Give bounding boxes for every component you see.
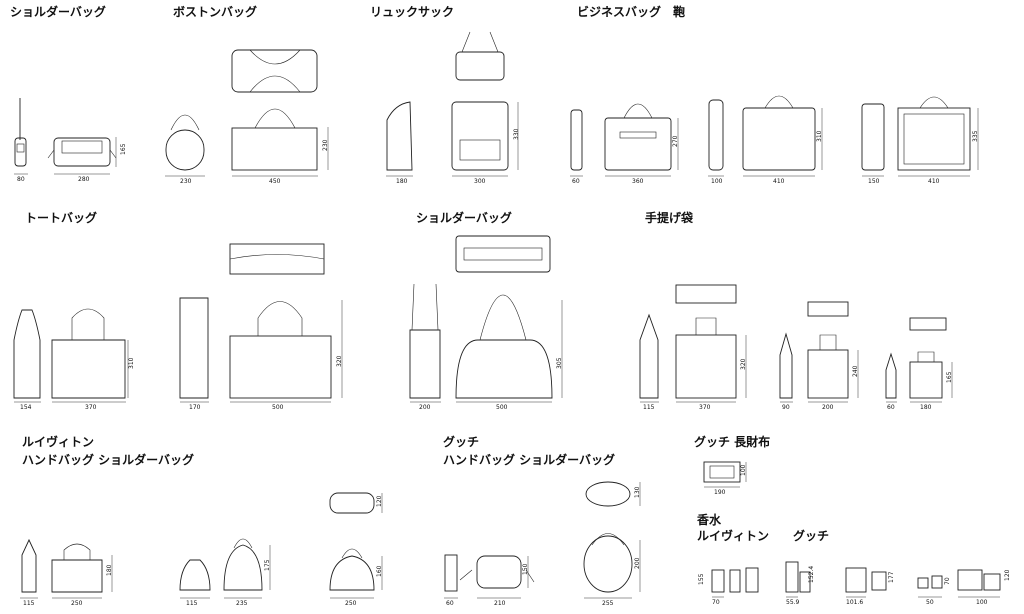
- hand-bag-drawing: 115 370 320 90 200 240 60 180 165: [639, 284, 953, 411]
- gucci-drawing: 60 210 150 255 200 130: [444, 481, 641, 607]
- dim-biz3-width: 410: [928, 178, 940, 185]
- dim-pf-5-height: 120: [1004, 569, 1011, 581]
- dim-lv3-top-depth: 120: [376, 495, 383, 507]
- title-lv-line1: ルイヴィトン: [22, 434, 94, 449]
- dim-lv3-height: 160: [376, 565, 383, 577]
- dim-hb3-height: 165: [946, 371, 953, 383]
- dim-pf-1-height: 155: [698, 573, 705, 585]
- shoulder-bag-2-drawing: 200 500 305: [409, 235, 563, 411]
- dim-lv1-side-width: 115: [23, 600, 35, 607]
- gucci-wallet-drawing: 190 100: [703, 461, 747, 496]
- title-tote-bag: トートバッグ: [25, 210, 97, 225]
- dim-wallet-width: 190: [714, 489, 726, 496]
- dim-biz2-height: 310: [816, 130, 823, 142]
- dim-biz3-side-width: 150: [868, 178, 880, 185]
- dim-sb1-side-width: 80: [17, 176, 25, 183]
- dim-hb1-height: 320: [740, 358, 747, 370]
- dim-g1-height: 150: [522, 563, 529, 575]
- title-rucksack: リュックサック: [370, 5, 454, 19]
- title-gucci-line2: ハンドバッグ ショルダーバッグ: [443, 452, 615, 467]
- perfume-drawing: 70 155 55.9 152.4 101.6 177 50 70 100 12…: [698, 561, 1011, 606]
- dim-boston-side-width: 230: [180, 178, 192, 185]
- dim-biz1-height: 270: [672, 135, 679, 147]
- title-hand-bag: 手提げ袋: [645, 210, 694, 225]
- dim-pf-5-width: 100: [976, 599, 988, 606]
- dim-pf-4-height: 70: [944, 577, 951, 585]
- tote-bag-drawing: 154 370 310 170 500 320: [13, 243, 343, 411]
- dim-lv3-width: 250: [345, 600, 357, 607]
- title-shoulder-bag-1: ショルダーバッグ: [10, 4, 106, 19]
- dim-tote1-height: 310: [128, 357, 135, 369]
- dim-pf-1-width: 70: [712, 599, 720, 606]
- dim-lv2-side-width: 115: [186, 600, 198, 607]
- dim-g2-height: 200: [634, 557, 641, 569]
- dim-sb2-width: 500: [496, 404, 508, 411]
- title-gucci-line1: グッチ: [443, 434, 479, 449]
- dim-biz1-side-width: 60: [572, 178, 580, 185]
- dim-boston-height: 230: [322, 139, 329, 151]
- dim-sb1-width: 280: [78, 176, 90, 183]
- title-gucci-wallet: グッチ 長財布: [694, 434, 770, 449]
- dim-tote2-width: 500: [272, 404, 284, 411]
- boston-bag-drawing: 230 450 230: [165, 49, 329, 185]
- dim-g1-width: 210: [494, 600, 506, 607]
- business-bag-drawing: 60 360 270 100 410 310 150 410 335: [570, 95, 979, 185]
- dim-hb1-side-width: 115: [643, 404, 655, 411]
- dim-lv1-width: 250: [71, 600, 83, 607]
- dim-hb2-height: 240: [852, 365, 859, 377]
- dim-hb1-width: 370: [699, 404, 711, 411]
- louis-vuitton-drawing: 115 250 180 115 235 175 250 160 120: [20, 492, 383, 607]
- dim-tote1-width: 370: [85, 404, 97, 411]
- dim-pf-4-width: 50: [926, 599, 934, 606]
- dim-pf-2-width: 55.9: [786, 599, 800, 606]
- dim-pf-3-width: 101.6: [846, 599, 863, 606]
- dim-biz3-height: 335: [972, 130, 979, 142]
- dim-biz2-side-width: 100: [711, 178, 723, 185]
- dim-g2-width: 255: [602, 600, 614, 607]
- dim-tote1-side-width: 154: [20, 404, 32, 411]
- rucksack-drawing: 180 300 330: [386, 31, 520, 185]
- dim-pf-3-height: 177: [888, 571, 895, 583]
- title-lv-line2: ハンドバッグ ショルダーバッグ: [22, 452, 194, 467]
- dim-ruck-height: 330: [513, 128, 520, 140]
- dim-tote2-height: 320: [336, 355, 343, 367]
- dim-wallet-height: 100: [740, 464, 747, 476]
- dim-sb2-side-width: 200: [419, 404, 431, 411]
- title-perfume-brands: ルイヴィトン グッチ: [697, 528, 829, 543]
- dim-lv2-width: 235: [236, 600, 248, 607]
- dim-biz1-width: 360: [632, 178, 644, 185]
- shoulder-bag-1-drawing: 80 280 165: [14, 98, 127, 183]
- dim-hb3-side-width: 60: [887, 404, 895, 411]
- title-shoulder-bag-2: ショルダーバッグ: [416, 210, 512, 225]
- dim-lv2-height: 175: [264, 559, 271, 571]
- dim-hb3-width: 180: [920, 404, 932, 411]
- dim-lv1-height: 180: [106, 564, 113, 576]
- dim-g2-top-depth: 130: [634, 486, 641, 498]
- title-boston-bag: ボストンバッグ: [173, 4, 257, 19]
- dim-sb1-height: 165: [120, 143, 127, 155]
- dim-biz2-width: 410: [773, 178, 785, 185]
- dim-ruck-side-width: 180: [396, 178, 408, 185]
- dim-sb2-height: 305: [556, 357, 563, 369]
- title-perfume: 香水: [696, 512, 722, 527]
- dim-boston-width: 450: [269, 178, 281, 185]
- dim-pf-2-height: 152.4: [808, 566, 815, 583]
- title-business-bag: ビジネスバッグ 鞄: [577, 4, 685, 19]
- dim-ruck-width: 300: [474, 178, 486, 185]
- dim-hb2-side-width: 90: [782, 404, 790, 411]
- dim-tote2-side-width: 170: [189, 404, 201, 411]
- dim-g1-side-width: 60: [446, 600, 454, 607]
- dim-hb2-width: 200: [822, 404, 834, 411]
